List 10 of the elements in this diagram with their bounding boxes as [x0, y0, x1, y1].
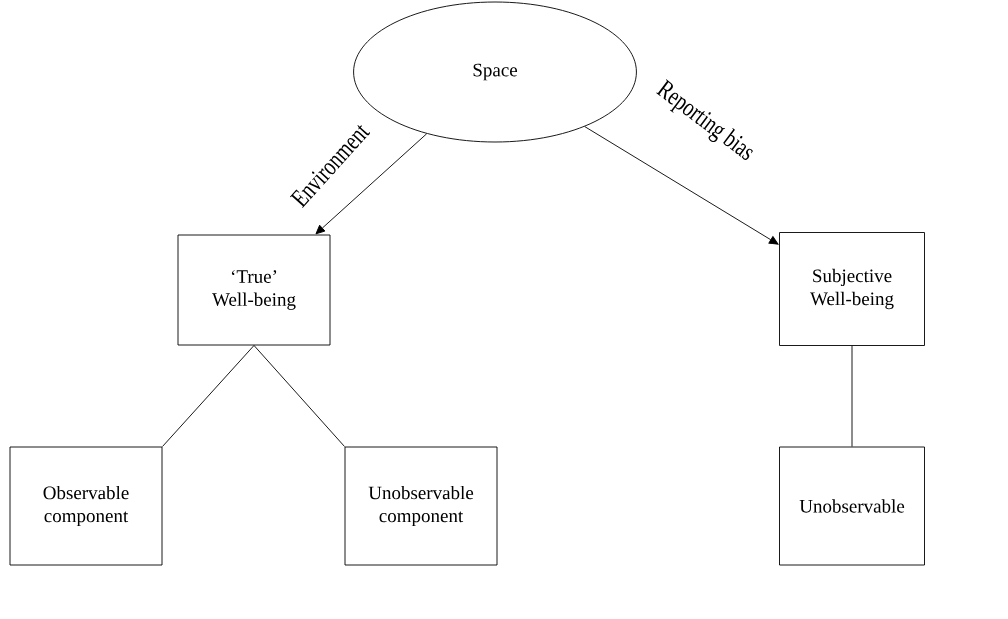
- process-box: ‘True’ Well-being: [177, 234, 331, 346]
- arrow: [584, 126, 779, 245]
- connector-line: [162, 345, 255, 447]
- process-box: Observable component: [9, 446, 163, 566]
- process-box: Unobservable component: [344, 446, 498, 566]
- arrow: [315, 133, 428, 235]
- connector-line: [851, 345, 853, 447]
- connector-line: [253, 345, 345, 447]
- process-box: Unobservable: [779, 446, 925, 566]
- process-box: Subjective Well-being: [779, 232, 925, 346]
